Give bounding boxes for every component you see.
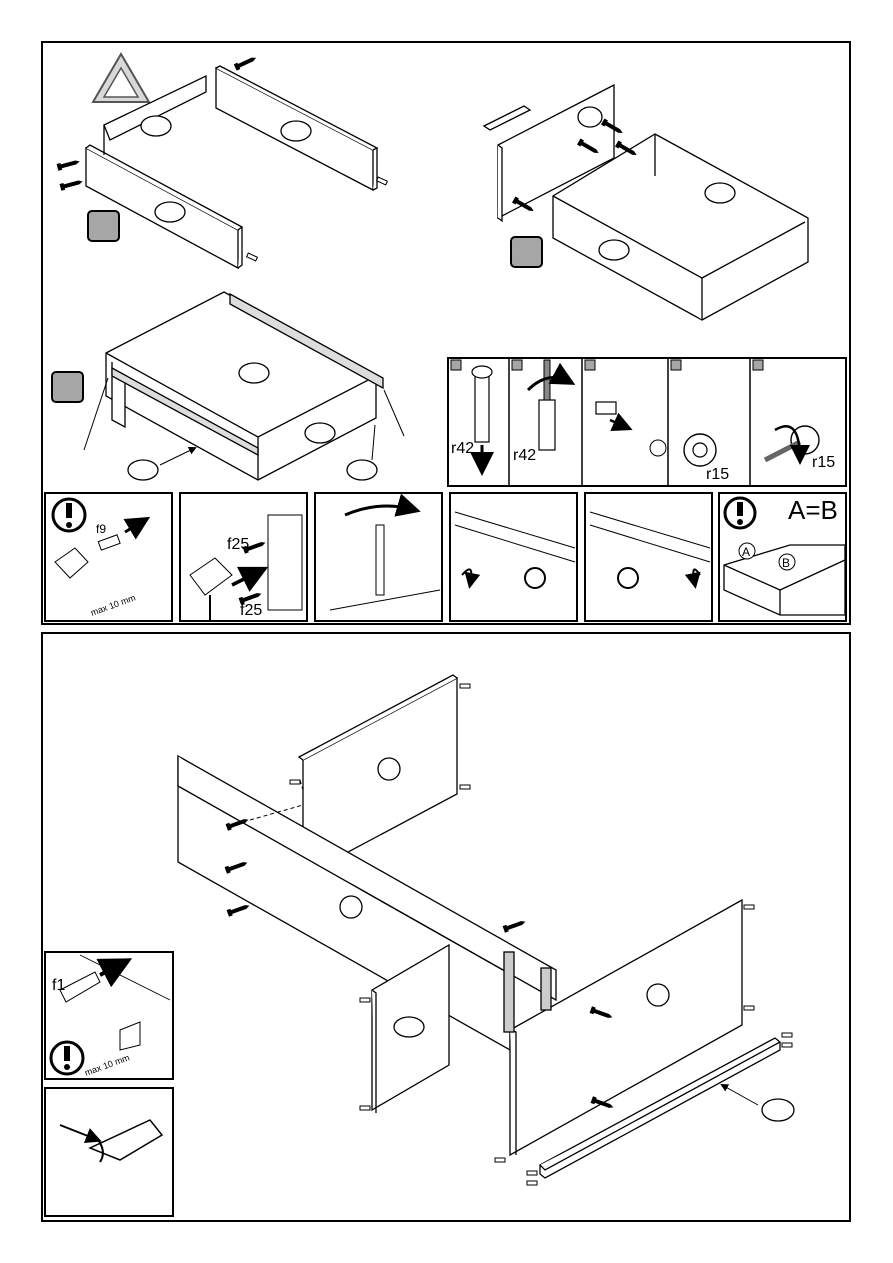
step-3-drawer-runners xyxy=(106,292,383,480)
top-panel: r42 r42 r15 r15 f9 max 10 mm f25 xyxy=(42,42,850,624)
bottom-panel: f1 max 10 mm xyxy=(42,633,850,1221)
label-r15-b: r15 xyxy=(812,454,835,471)
label-max-10mm-a: max 10 mm xyxy=(89,592,137,617)
label-f25-a: f25 xyxy=(227,536,249,553)
label-a-equals-b: A=B xyxy=(788,495,838,525)
exclamation-icon xyxy=(53,499,85,531)
step-2-badge xyxy=(511,237,542,267)
warning-triangle-icon xyxy=(93,54,149,102)
label-f9: f9 xyxy=(96,522,106,536)
allen-key-detail-box xyxy=(45,1088,173,1216)
carcass-assembly xyxy=(178,675,794,1178)
cam-detail-row xyxy=(448,358,846,486)
label-r42-b: r42 xyxy=(513,447,536,464)
step-2-drawer-front xyxy=(484,85,808,320)
exclamation-icon xyxy=(725,498,755,528)
label-r42-a: r42 xyxy=(451,440,474,457)
step-1-badge xyxy=(88,211,119,241)
label-f1: f1 xyxy=(52,977,65,994)
label-b: B xyxy=(782,556,790,570)
label-r15-a: r15 xyxy=(706,466,729,483)
label-a: A xyxy=(742,545,750,559)
label-f25-b: f25 xyxy=(240,602,262,619)
step-3-badge xyxy=(52,372,83,402)
